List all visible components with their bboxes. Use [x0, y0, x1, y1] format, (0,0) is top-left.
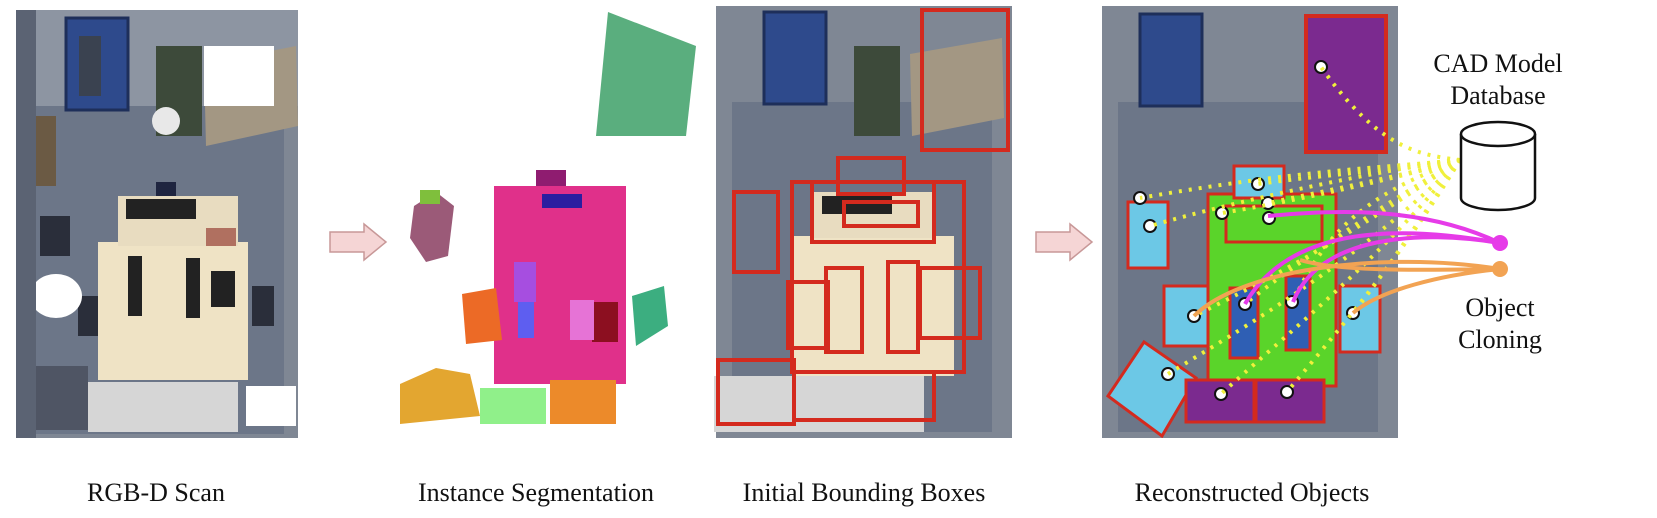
right-arrow-icon [1035, 222, 1094, 262]
reconstructed-objects-panel [1100, 6, 1400, 438]
reconstructed-objects-image [1102, 6, 1398, 438]
database-label-line2: Database [1450, 81, 1546, 110]
cloning-label: Object Cloning [1430, 292, 1570, 356]
instance-segmentation-panel [396, 6, 696, 436]
rgbd-scan-image [16, 10, 298, 438]
caption-instance-segmentation: Instance Segmentation [417, 478, 655, 507]
database-cylinder-icon [1459, 120, 1537, 212]
arrow-1 [328, 222, 388, 267]
initial-bounding-boxes-panel [714, 6, 1014, 438]
cloning-label-line2: Cloning [1458, 325, 1542, 354]
database-label-line1: CAD Model [1433, 49, 1563, 78]
cloning-source-orange [1492, 261, 1508, 277]
arrow-2 [1034, 222, 1094, 267]
instance-segmentation-image [400, 12, 696, 424]
initial-bounding-boxes-image [714, 6, 1012, 438]
rgbd-scan-panel [6, 6, 306, 438]
caption-reconstructed-objects: Reconstructed Objects [1134, 478, 1370, 507]
bounding-boxes [716, 8, 1010, 426]
caption-rgbd-scan: RGB-D Scan [87, 478, 225, 507]
right-arrow-icon [329, 222, 388, 262]
caption-initial-bounding-boxes: Initial Bounding Boxes [742, 478, 986, 507]
cloning-label-line1: Object [1465, 293, 1535, 322]
database-label: CAD Model Database [1418, 48, 1578, 112]
cloning-source-magenta [1492, 235, 1508, 251]
